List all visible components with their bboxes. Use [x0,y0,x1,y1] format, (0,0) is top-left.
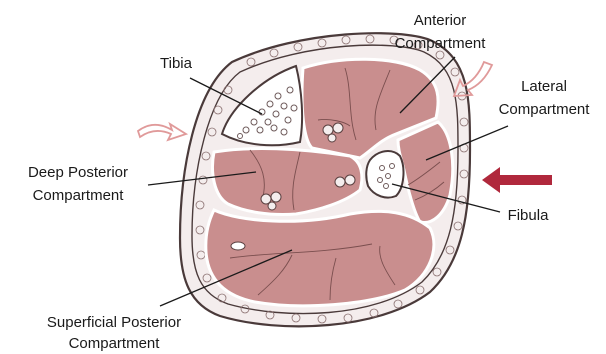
solid-arrow-right-icon [482,167,552,193]
outline-arrow-left-icon [138,124,186,140]
saphenous-vein [231,242,245,250]
label-superficial-posterior-line2: Compartment [69,335,161,352]
label-deep-posterior-line1: Deep Posterior [28,164,128,181]
label-anterior-line1: Anterior [414,12,467,29]
label-deep-posterior-line2: Compartment [33,187,125,204]
label-superficial-posterior-line1: Superficial Posterior [47,314,181,331]
label-tibia: Tibia [160,55,193,72]
label-lateral-line1: Lateral [521,78,567,95]
label-fibula: Fibula [508,207,550,224]
superficial-posterior-compartment [206,210,434,306]
label-lateral-line2: Compartment [499,101,591,118]
label-anterior-line2: Compartment [395,35,487,52]
fibula-bone [366,151,403,197]
